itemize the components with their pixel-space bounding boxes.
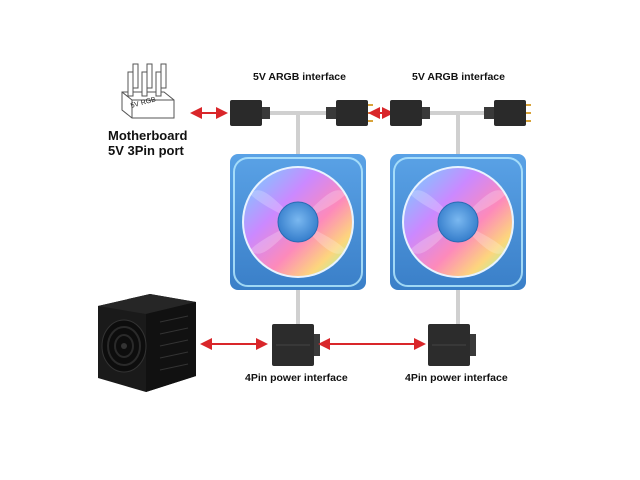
power-supply-icon <box>98 294 196 392</box>
argb-interface-label-right: 5V ARGB interface <box>412 71 505 83</box>
power-interface-label-left: 4Pin power interface <box>245 372 348 384</box>
4pin-connector-left-icon <box>272 324 320 366</box>
argb-connector-female-icon <box>390 100 422 126</box>
motherboard-3pin-header-icon <box>121 63 175 119</box>
argb-connector-female-icon <box>230 100 262 126</box>
motherboard-port-label: 5V 3Pin port <box>108 143 184 158</box>
power-interface-label-right: 4Pin power interface <box>405 372 508 384</box>
argb-interface-label-left: 5V ARGB interface <box>253 71 346 83</box>
argb-fan-right-icon <box>389 153 527 291</box>
argb-connector-male-icon <box>336 100 368 126</box>
4pin-connector-right-icon <box>428 324 476 366</box>
argb-cable-right <box>390 100 531 156</box>
argb-fan-left-icon <box>229 153 367 291</box>
argb-cable-left <box>230 100 373 156</box>
motherboard-label: Motherboard <box>108 128 188 143</box>
argb-connector-male-icon <box>494 100 526 126</box>
